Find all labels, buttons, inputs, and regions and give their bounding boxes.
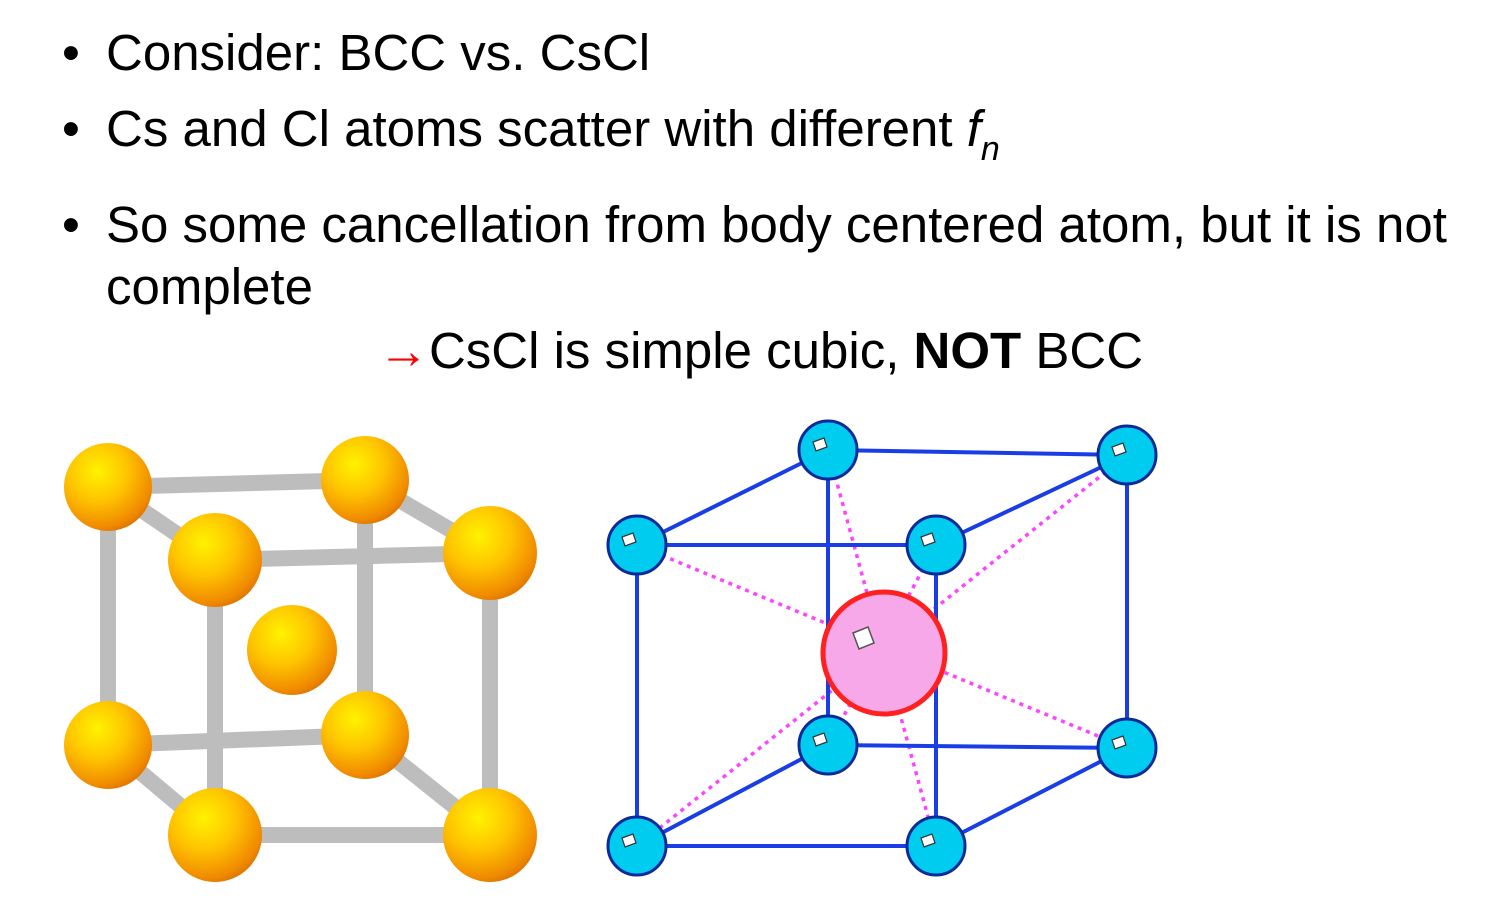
bcc-corner-atom: [64, 443, 152, 531]
cscl-corner-atom: [606, 815, 668, 877]
bullet-item: • Cs and Cl atoms scatter with different…: [60, 98, 1480, 180]
cscl-corner-atoms: [606, 419, 1158, 877]
cscl-corner-atom: [1096, 424, 1158, 486]
bullet-text: Consider: BCC vs. CsCl: [106, 24, 651, 81]
bcc-atoms: [64, 436, 537, 882]
bcc-corner-atom: [321, 691, 409, 779]
bullet-marker: •: [62, 196, 80, 253]
conclusion-line: →CsCl is simple cubic, NOT BCC: [0, 320, 1501, 382]
scattering-factor-symbol: f: [966, 100, 981, 157]
cscl-corner-atom: [606, 514, 668, 576]
bcc-corner-atom: [321, 436, 409, 524]
cscl-edges: [635, 448, 1129, 848]
cscl-diagonals: [635, 449, 1129, 848]
bullet-list: • Consider: BCC vs. CsCl • Cs and Cl ato…: [60, 22, 1480, 332]
cscl-corner-atom: [905, 815, 967, 877]
cscl-corner-atom: [797, 714, 859, 776]
bullet-text: Cs and Cl atoms scatter with different: [106, 100, 967, 157]
cscl-corner-atom: [1096, 717, 1158, 779]
bcc-corner-atom: [168, 788, 262, 882]
bullet-marker: •: [62, 100, 80, 157]
bullet-marker: •: [62, 24, 80, 81]
cscl-corner-atom: [905, 514, 967, 576]
bullet-item: • So some cancellation from body centere…: [60, 194, 1480, 318]
bcc-corner-atom: [168, 513, 262, 607]
cscl-corner-atom: [797, 419, 859, 481]
scattering-factor-subscript: n: [980, 130, 1000, 168]
bcc-center-atom: [247, 605, 337, 695]
cscl-center-atom: [820, 589, 948, 717]
bullet-item: • Consider: BCC vs. CsCl: [60, 22, 1480, 84]
bcc-corner-atom: [443, 506, 537, 600]
conclusion-bold: NOT: [913, 322, 1022, 379]
conclusion-text-after: BCC: [1021, 322, 1144, 379]
bcc-corner-atom: [443, 788, 537, 882]
bcc-unit-cell: [64, 436, 537, 882]
cscl-highlights: [621, 437, 1127, 848]
cscl-unit-cell: [606, 419, 1158, 877]
arrow-icon: →: [377, 322, 429, 379]
bullet-text: So some cancellation from body centered …: [106, 196, 1447, 315]
conclusion-text-before: CsCl is simple cubic,: [428, 322, 914, 379]
bcc-corner-atom: [64, 701, 152, 789]
